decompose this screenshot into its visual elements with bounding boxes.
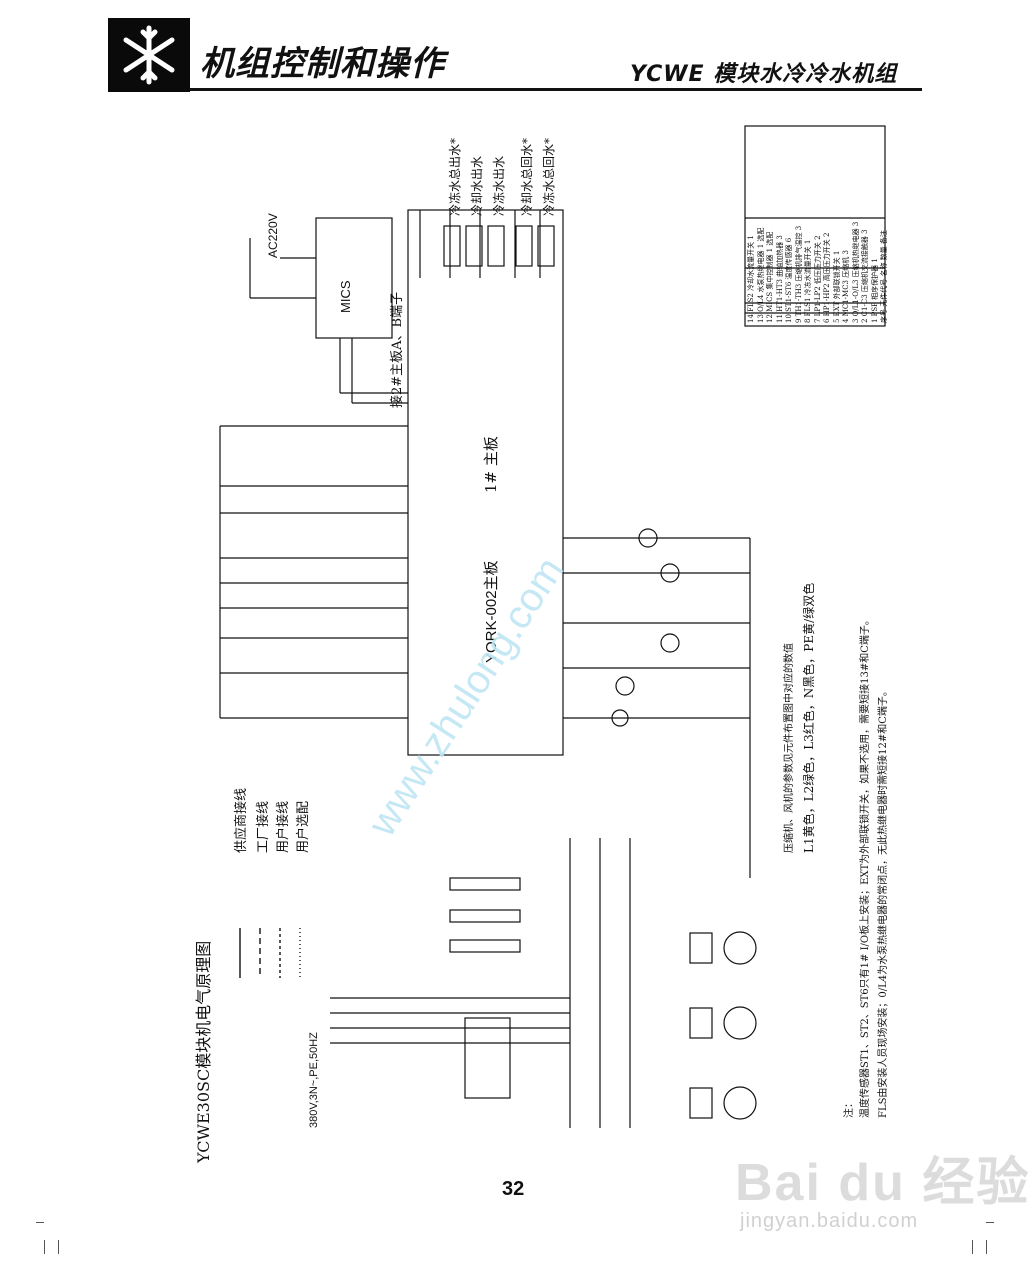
parts-table-row: 1 PSP 相序保护器 1 [870,258,879,323]
legend-supplier: 供应商接线 [234,787,249,853]
compressor-note: 压缩机、风机的参数见元件布置图中对应的数值 [784,643,795,853]
parts-table-row: 2 C1-C3 压缩机交流接触器 3 [861,229,869,323]
parts-table-row: 8 FLS1 冷冻水流量开关 1 [804,239,812,323]
snowflake-logo [108,18,190,92]
board-1-label: 1# 主板 [482,436,500,493]
parts-table-row: 14 FLS2 冷却水流量开关 1 [747,235,755,323]
sensor-label-2: 冷却水出水 [470,155,484,216]
crop-mark [36,1222,44,1223]
parts-table-header: 序号 元件代号 名称 数量 备注 [880,230,888,323]
note-line-1: 温度传感器ST1、ST2、ST6只有1# I/O板上安装；EXT为外部联锁开关，… [860,615,871,1118]
legend-user: 用户接线 [276,800,291,853]
board-2-terminal-label: 接2#主板A、B端子 [390,291,405,408]
product-title: YCWE 模块水冷冷水机组 [630,62,898,87]
page-number: 32 [502,1178,525,1200]
header-rule [190,88,922,91]
sensor-label-5: 冷冻水总回水* [542,137,556,216]
parts-table-row: 9 TH1-TH3 压缩机排气温控 3 [794,225,803,323]
diagram-title: YCWE30SC模块机电气原理图 [194,940,213,1163]
parts-table-row: 11 HT1-HT3 曲轴加热器 3 [775,235,784,323]
power-supply-label: 380V,3N~,PE,50HZ [308,1032,320,1128]
crop-mark [986,1240,987,1254]
crop-mark [58,1240,59,1254]
mics-label: MICS [338,280,353,314]
sensor-label-3: 冷冻水出水 [492,155,506,216]
parts-table-row: 3 O/L1-O/L3 压缩机热继电器 3 [851,221,860,323]
snowflake-icon [123,25,175,85]
parts-table-row: 10 ST1-ST6 温度传感器 6 [785,237,793,323]
sensor-label-1: 冷冻水总出水* [448,137,462,216]
main-board-outline [407,209,564,756]
legend-optional: 用户选配 [296,800,311,853]
crop-mark [972,1240,973,1254]
parts-table-row: 7 LP1-LP2 低压压力开关 2 [813,235,822,323]
crop-mark [44,1240,45,1254]
page-header-title: 机组控制和操作 [200,44,445,84]
parts-table-row: 6 HP1-HP2 高压压力开关 2 [823,232,831,323]
ac-supply-label: AC220V [266,213,280,258]
watermark-sub: jingyan.baidu.com [740,1210,919,1232]
parts-table-row: 4 MC1-MC3 压缩机 3 [842,250,850,323]
note-line-2: FLS由安装人员现场安装；0/L4为水泵热继电器的常闭点，无此热继电器时需短接1… [878,686,889,1118]
watermark-main: Bai du 经验 [735,1154,1031,1212]
parts-table-outline [744,125,886,327]
parts-table-row: 13 O/L4 水泵热继电器 1 选配 [756,227,765,323]
parts-table-row: 12 MICS 集中控制器 1 选配 [766,231,774,323]
mics-box [315,217,393,339]
wire-colors-note: L1黄色，L2绿色，L3红色，N黑色，PE黄/绿双色 [802,582,816,853]
sensor-label-4: 冷却水总回水* [520,137,534,216]
notes-head: 注： [844,1098,855,1118]
legend-factory: 工厂接线 [256,800,271,853]
parts-table-row: 5 EXT 外部联锁开关 1 [832,250,841,323]
schematic-drawing [219,125,886,1128]
crop-mark [986,1222,994,1223]
electrical-schematic: YCWE30SC模块机电气原理图 供应商接线 工厂接线 用户接线 用户选配 1#… [180,118,920,1168]
